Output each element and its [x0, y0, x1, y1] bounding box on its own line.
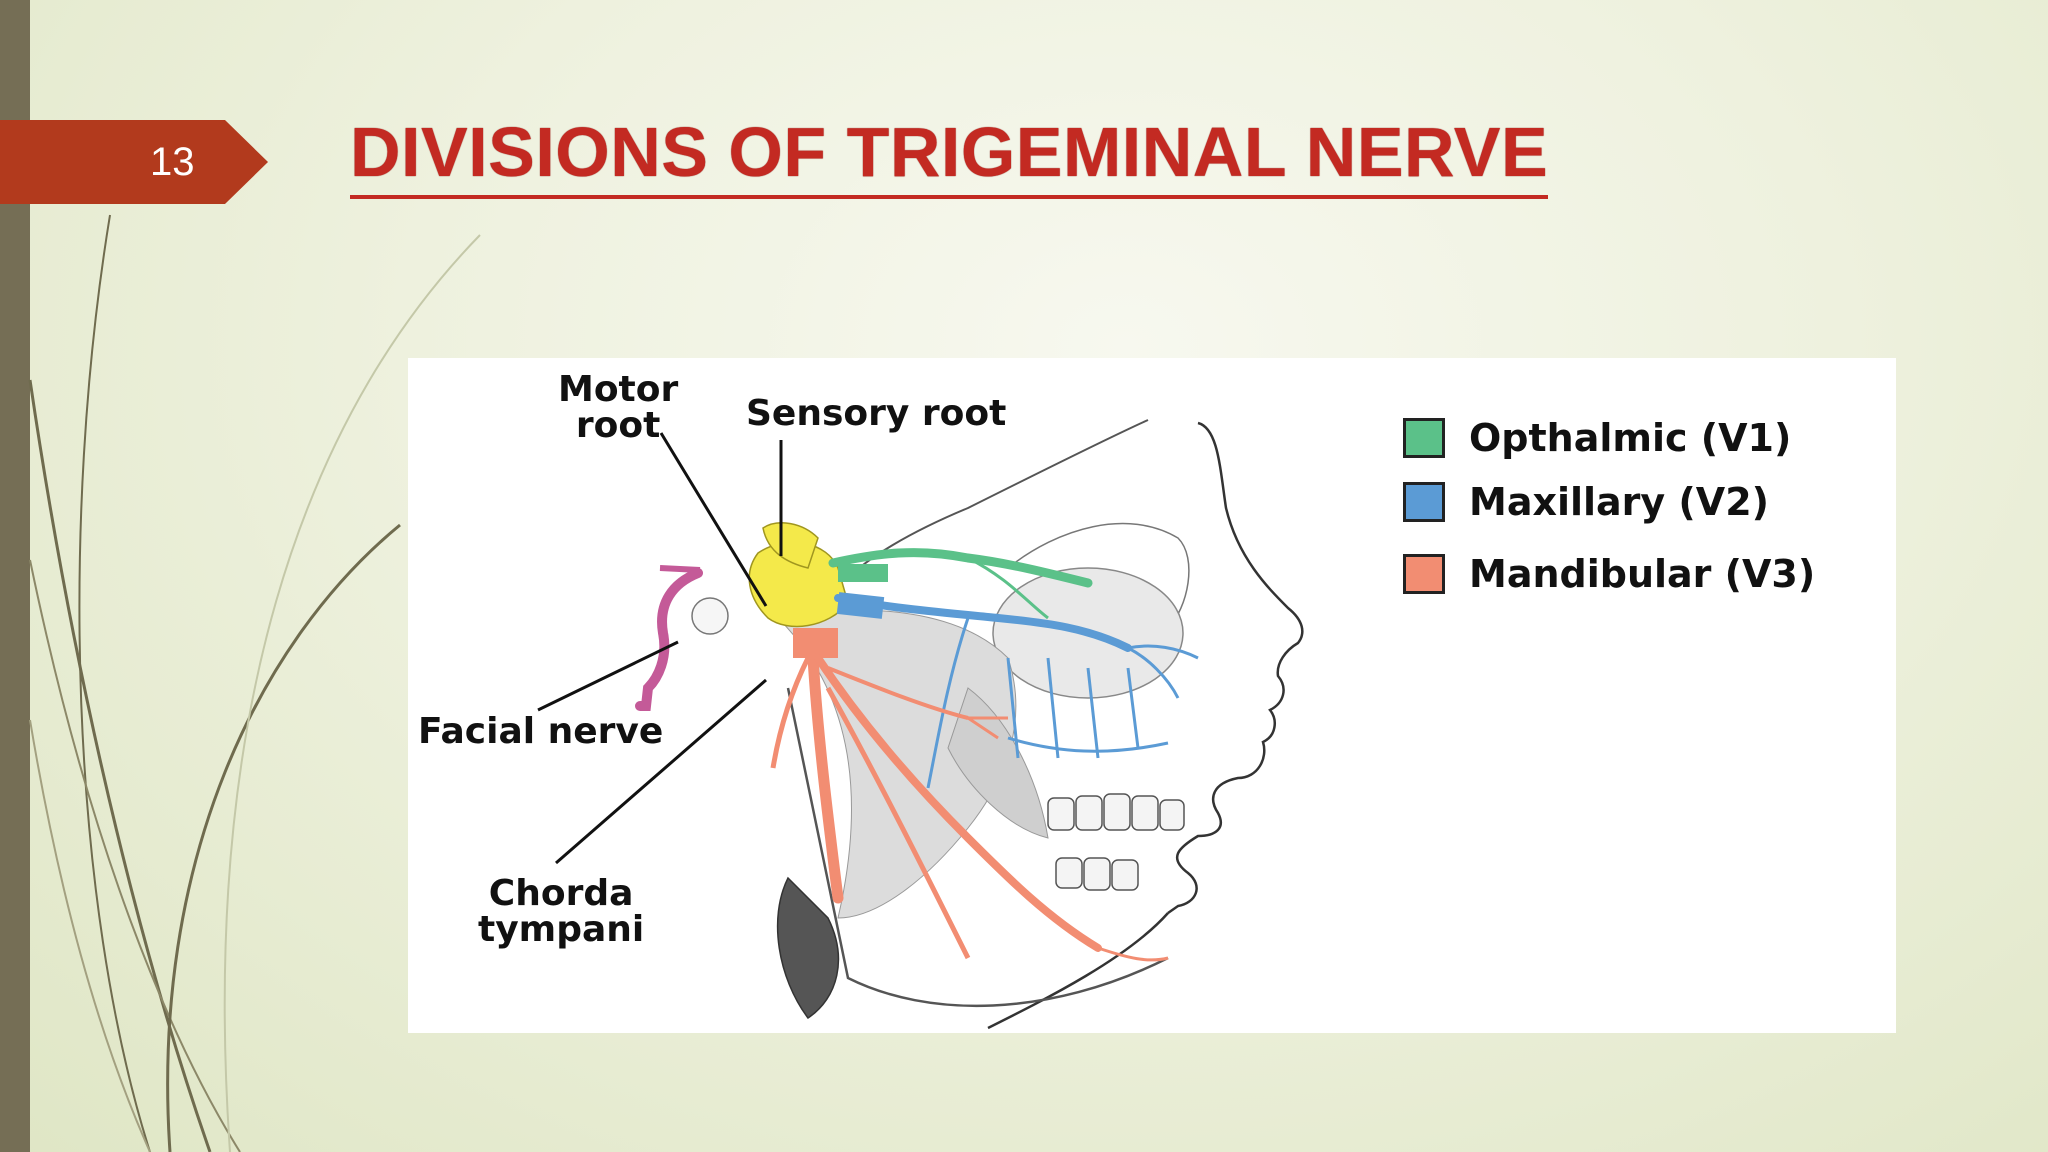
label-facial-nerve: Facial nerve [418, 711, 664, 752]
legend-swatch-v1 [1403, 418, 1445, 458]
label-sensory-root: Sensory root [746, 393, 1007, 434]
trigeminal-nerve-illustration: Motor root Sensory root Facial nerve Cho… [408, 358, 1896, 1033]
legend-swatch-v3 [1403, 554, 1445, 594]
slide-number-tab [0, 120, 268, 204]
slide-title: DIVISIONS OF TRIGEMINAL NERVE [350, 112, 1549, 199]
legend-label-v2: Maxillary (V2) [1469, 480, 1770, 524]
head-anatomy-drawing [537, 419, 1304, 1030]
legend-swatch-v2 [1403, 482, 1445, 522]
legend-label-v3: Mandibular (V3) [1469, 552, 1816, 596]
decorative-swoosh-lines [28, 214, 481, 1152]
slide-number: 13 [150, 140, 195, 184]
legend-label-v1: Opthalmic (V1) [1469, 416, 1792, 460]
label-chorda-tympani: Chorda tympani [478, 873, 645, 950]
label-motor-root: Motor root [558, 369, 679, 446]
